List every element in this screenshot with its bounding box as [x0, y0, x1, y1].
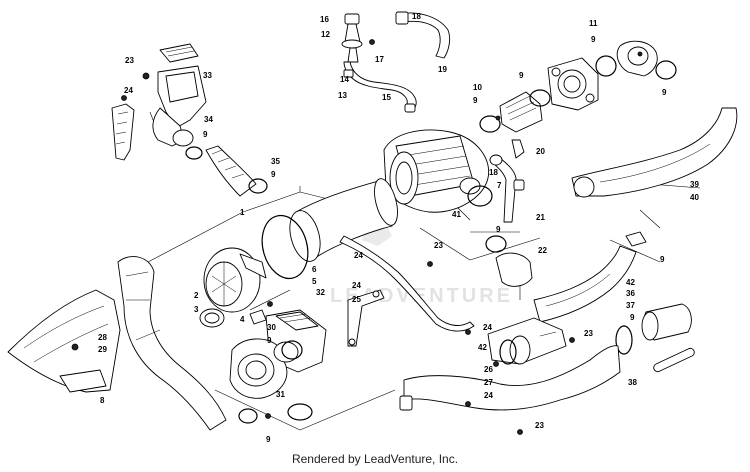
- callout-label: 30: [267, 323, 276, 332]
- callout-label: 9: [271, 170, 276, 179]
- callout-label: 24: [124, 86, 133, 95]
- callout-label: 9: [519, 71, 524, 80]
- drain-tube-21: [489, 139, 525, 223]
- callout-label: 9: [630, 313, 635, 322]
- callout-label: 26: [484, 365, 493, 374]
- callout-label: 24: [483, 323, 492, 332]
- vent-hose-14: [343, 61, 417, 113]
- callout-label: 8: [100, 396, 105, 405]
- callout-label: 20: [536, 147, 545, 156]
- long-intake-duct: [117, 256, 227, 431]
- callout-label: 28: [98, 333, 107, 342]
- callout-label: 39: [690, 180, 699, 189]
- callout-label: 25: [352, 295, 361, 304]
- callout-label: 2: [194, 291, 199, 300]
- callout-label: 9: [660, 255, 665, 264]
- callout-label: 13: [338, 91, 347, 100]
- callout-label: 31: [276, 390, 285, 399]
- callout-label: 35: [271, 157, 280, 166]
- callout-label: 33: [203, 71, 212, 80]
- callout-label: 42: [478, 343, 487, 352]
- callout-label: 19: [438, 65, 447, 74]
- callout-label: 18: [489, 168, 498, 177]
- callout-labels: 16 12 18 17 19 14 13 15 23 33 24 34 9 35…: [98, 12, 699, 444]
- callout-label: 7: [497, 181, 502, 190]
- callout-label: 3: [194, 305, 199, 314]
- callout-label: 9: [266, 435, 271, 444]
- callout-label: 38: [628, 378, 637, 387]
- callout-label: 5: [312, 277, 317, 286]
- callout-label: 24: [354, 251, 363, 260]
- callout-label: 37: [626, 301, 635, 310]
- callout-label: 9: [473, 96, 478, 105]
- fender-panel-8: [7, 289, 121, 393]
- pad-33: [159, 43, 199, 63]
- filter-element-6: [261, 178, 398, 280]
- breather-hose-19: [395, 11, 451, 59]
- callout-label: 9: [203, 130, 208, 139]
- strap-24-left: [111, 95, 135, 161]
- callout-label: 24: [484, 391, 493, 400]
- callout-label: 10: [473, 83, 482, 92]
- breather-valve-assembly: [341, 13, 375, 63]
- callout-label: 9: [591, 35, 596, 44]
- callout-label: 36: [626, 289, 635, 298]
- callout-label: 42: [626, 278, 635, 287]
- callout-label: 18: [412, 12, 421, 21]
- air-cleaner-housing-7: [383, 129, 490, 213]
- duct-37: [615, 303, 695, 373]
- callout-label: 9: [267, 336, 272, 345]
- leader-lines: [147, 111, 701, 431]
- callout-label: 21: [536, 213, 545, 222]
- callout-label: 9: [496, 225, 501, 234]
- throttle-body: [547, 57, 599, 111]
- wire-harness-24: [339, 235, 475, 332]
- callout-label: 23: [125, 56, 134, 65]
- callout-label: 15: [382, 93, 391, 102]
- coupler-10: [479, 89, 551, 133]
- callout-label: 40: [690, 193, 699, 202]
- intake-duct-35: [185, 145, 268, 197]
- lower-duct-27: [399, 317, 621, 435]
- callout-label: 27: [484, 378, 493, 387]
- coupler-11: [595, 40, 677, 80]
- callout-label: 23: [434, 241, 443, 250]
- pre-cleaner-2: [199, 247, 267, 328]
- callout-label: 16: [320, 15, 329, 24]
- callout-label: 22: [538, 246, 547, 255]
- outlet-duct-22: [427, 235, 533, 287]
- callout-label: 34: [204, 115, 213, 124]
- callout-label: 24: [352, 281, 361, 290]
- callout-label: 14: [340, 75, 349, 84]
- bracket-25: [347, 289, 385, 347]
- mid-duct-36: [533, 231, 647, 323]
- callout-label: 12: [321, 30, 330, 39]
- callout-label: 29: [98, 345, 107, 354]
- callout-label: 11: [589, 19, 598, 28]
- callout-label: 9: [662, 88, 667, 97]
- fasteners: [265, 51, 643, 419]
- callout-label: 23: [584, 329, 593, 338]
- right-duct-39: [571, 107, 738, 198]
- clamp-41: [467, 185, 493, 207]
- elbow-duct-31: [229, 338, 313, 424]
- callout-label: 6: [312, 265, 317, 274]
- callout-label: 41: [452, 210, 461, 219]
- callout-label: 17: [375, 55, 384, 64]
- callout-label: 23: [535, 421, 544, 430]
- intake-box-34: [142, 65, 207, 147]
- footer-credit: Rendered by LeadVenture, Inc.: [291, 452, 459, 466]
- callout-label: 4: [240, 315, 245, 324]
- callout-label: 1: [240, 208, 245, 217]
- callout-label: 32: [316, 288, 325, 297]
